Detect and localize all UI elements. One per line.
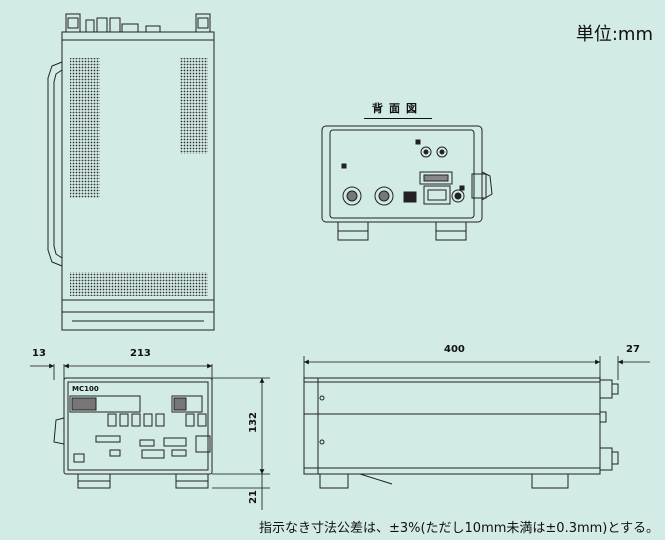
dim-side-depth: 400 — [444, 344, 465, 355]
dimension-lines — [30, 356, 650, 510]
dim-front-height: 132 — [248, 412, 259, 433]
front-view — [53, 377, 213, 489]
rear-view — [321, 125, 493, 241]
dim-front-side-offset: 13 — [32, 348, 46, 359]
model-label: MC100 — [72, 385, 99, 393]
side-view — [303, 377, 619, 489]
top-view — [47, 13, 215, 331]
dim-foot-height: 21 — [248, 490, 259, 504]
dim-front-width: 213 — [130, 348, 151, 359]
unit-label: 単位:mm — [575, 24, 653, 45]
rear-view-title: 背面図 — [372, 102, 423, 115]
dim-side-protrusion: 27 — [626, 344, 640, 355]
tolerance-note: 指示なき寸法公差は、±3%(ただし10mm未満は±0.3mm)とする。 — [258, 521, 659, 536]
rear-view-title-underline — [364, 118, 432, 119]
